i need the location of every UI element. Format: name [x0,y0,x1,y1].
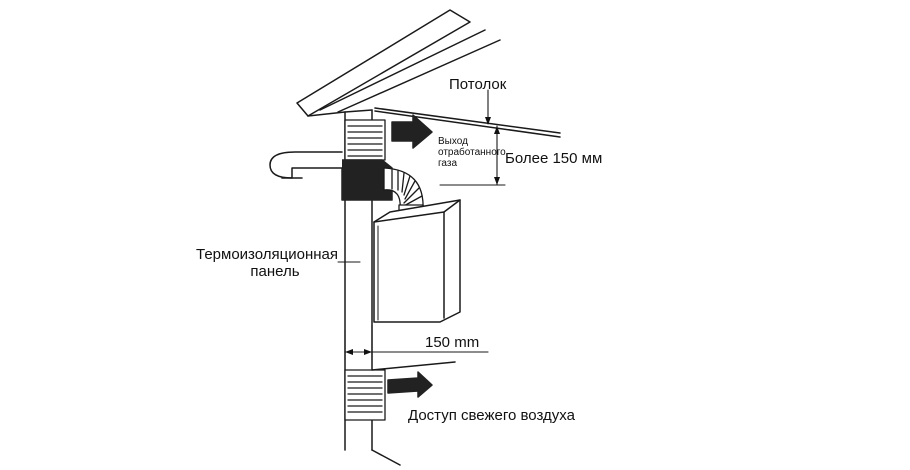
insulation-label-line1: Термоизоляционная [196,246,338,263]
lower-vent-grille [344,369,386,421]
fresh-air-arrow [387,371,433,398]
upper-vent-grille [344,119,386,161]
more-than-label: Более 150 мм [505,150,603,167]
floor [371,361,456,466]
dimension-150mm [344,324,489,361]
insulation-label: Термоизоляционная панель [182,246,338,280]
insulation-label-line2: панель [250,263,300,280]
boiler [373,199,461,323]
dimension-more-than-150 [439,125,506,186]
ceiling-line [374,107,561,138]
exhaust-label-line2: отработанного [438,147,506,158]
exhaust-label-line3: газа [438,158,458,169]
fresh-air-label: Доступ свежего воздуха [408,407,575,424]
exhaust-label-line1: Выход [438,136,468,147]
gap-label: 150 mm [425,334,480,351]
exhaust-arrow [391,114,433,149]
exhaust-label: Выход отработанного газа [438,136,506,169]
side-exhaust-pipe [269,151,343,179]
ceiling-label: Потолок [449,76,507,93]
roof [296,9,501,117]
